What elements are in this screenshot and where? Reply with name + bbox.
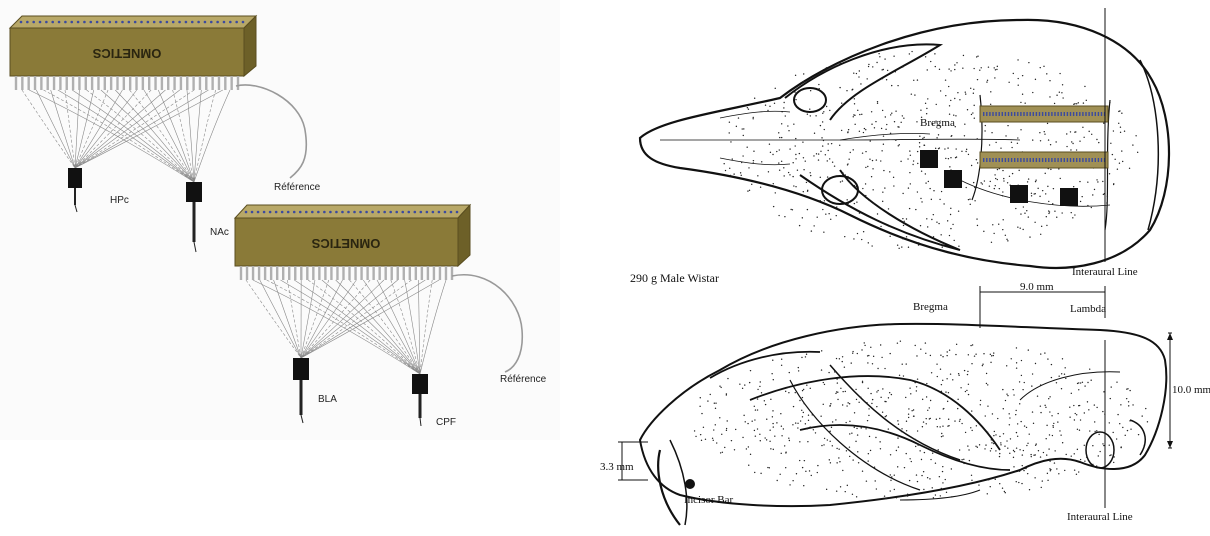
skull-diagram-panel: Bregma Interaural Line 290 g Male Wistar…: [600, 0, 1210, 531]
omnetics-connector-2: OMNETICS: [235, 205, 470, 280]
label-hpc: HPc: [110, 195, 129, 206]
implant-marker-3: [1010, 185, 1028, 203]
label-interaural-line-side: Interaural Line: [1067, 511, 1133, 523]
label-bregma-side: Bregma: [913, 301, 948, 313]
electrode-diagram: OMNETICS HPc NAc Référence OMNETICS: [0, 0, 560, 440]
dim-bregma-lambda-label: 9.0 mm: [1020, 281, 1054, 293]
connector-2-brand: OMNETICS: [311, 236, 380, 251]
electrode-diagram-panel: OMNETICS HPc NAc Référence OMNETICS: [0, 0, 560, 440]
implant-marker-4: [1060, 188, 1078, 206]
label-cpf: CPF: [436, 417, 456, 428]
reference-wire-2: [452, 275, 522, 372]
label-nac: NAc: [210, 227, 229, 238]
skull-diagram: Bregma Interaural Line 290 g Male Wistar…: [600, 0, 1210, 531]
electrode-cpf: [412, 374, 428, 426]
label-lambda-side: Lambda: [1070, 303, 1106, 315]
dim-height-label: 10.0 mm: [1172, 384, 1210, 396]
label-interaural-line-top: Interaural Line: [1072, 266, 1138, 278]
electrode-bla: [293, 358, 309, 423]
implant-marker-1: [920, 150, 938, 168]
recording-array-1: [980, 106, 1108, 122]
label-reference-1: Référence: [274, 182, 321, 193]
implant-marker-2: [944, 170, 962, 188]
incisor-bar-dot: [685, 479, 695, 489]
reference-wire-1: [236, 85, 306, 178]
omnetics-connector-1: OMNETICS: [10, 16, 256, 90]
recording-array-2: [980, 152, 1108, 168]
label-bla: BLA: [318, 394, 337, 405]
label-incisor-bar: Incisor Bar: [684, 494, 734, 506]
skull-top-view: [640, 20, 1169, 268]
subject-label: 290 g Male Wistar: [630, 271, 719, 285]
connector-1-brand: OMNETICS: [92, 46, 161, 61]
electrode-nac: [186, 182, 202, 252]
dim-incisor-label: 3.3 mm: [600, 461, 634, 473]
label-bregma-top: Bregma: [920, 117, 955, 129]
electrode-hpc: [68, 168, 82, 212]
label-reference-2: Référence: [500, 374, 547, 385]
